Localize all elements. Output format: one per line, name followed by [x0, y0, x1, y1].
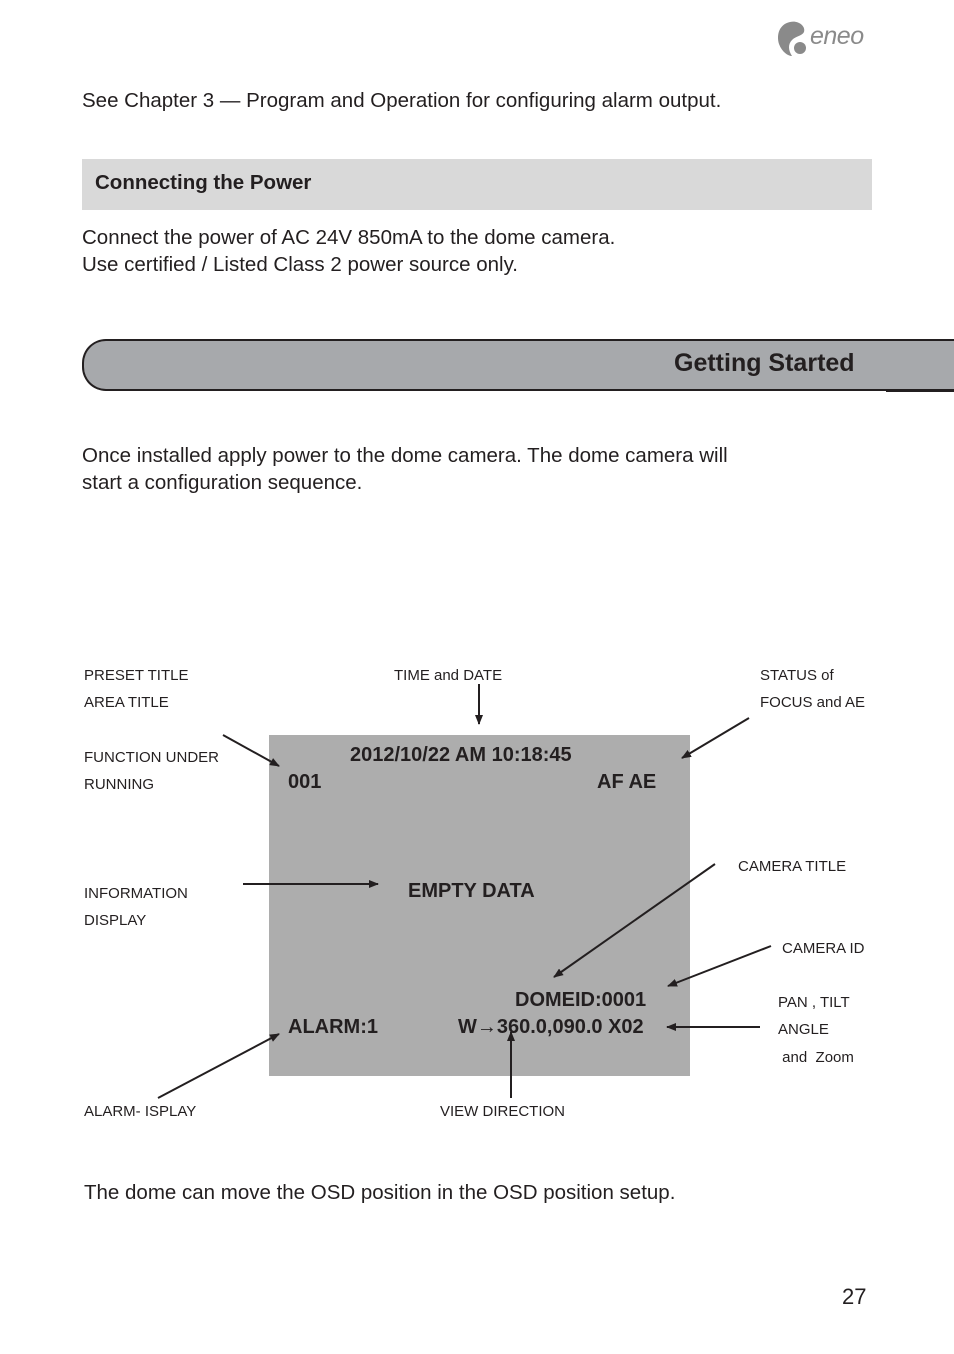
section-header-bar — [82, 159, 872, 210]
chapter-header-bar — [82, 339, 954, 391]
label-info-2: DISPLAY — [84, 912, 147, 929]
arrow-alarm — [157, 1033, 280, 1099]
chapter-line-2: start a configuration sequence. — [82, 471, 363, 494]
chapter-divider — [886, 389, 954, 392]
osd-focus-status: AF AE — [597, 771, 657, 793]
arrow-preset-title — [222, 734, 280, 767]
arrow-status — [681, 717, 750, 759]
label-info-1: INFORMATION — [84, 885, 188, 902]
label-camera-title: CAMERA TITLE — [738, 858, 847, 875]
chapter-line-1: Once installed apply power to the dome c… — [82, 444, 728, 467]
osd-datetime: 2012/10/22 AM 10:18:45 — [350, 744, 572, 766]
arrow-camera-title — [553, 863, 716, 978]
label-pan-1: PAN , TILT — [778, 994, 850, 1011]
osd-preset-number: 001 — [288, 771, 322, 793]
osd-direction: W→360.0,090.0 X02 — [458, 1016, 644, 1038]
intro-text: See Chapter 3 — Program and Operation fo… — [82, 89, 722, 112]
label-camera-id: CAMERA ID — [782, 940, 865, 957]
osd-info: EMPTY DATA — [408, 880, 535, 902]
label-status-2: FOCUS and AE — [760, 694, 866, 711]
chapter-paragraph: Once installed apply power to the dome c… — [82, 442, 728, 496]
label-status-1: STATUS of — [760, 667, 834, 684]
power-line-1: Connect the power of AC 24V 850mA to the… — [82, 226, 616, 249]
label-view-direction: VIEW DIRECTION — [440, 1103, 566, 1120]
label-alarm-display: ALARM- ISPLAY — [84, 1103, 197, 1120]
osd-screen — [269, 735, 690, 1076]
label-pan-2: ANGLE — [778, 1021, 829, 1038]
power-line-2: Use certified / Listed Class 2 power sou… — [82, 253, 519, 276]
osd-dome-id: DOMEID:0001 — [515, 989, 647, 1011]
brand-logo-text: eneo — [810, 22, 864, 50]
power-paragraph: Connect the power of AC 24V 850mA to the… — [82, 224, 615, 278]
label-function-2: RUNNING — [84, 776, 154, 793]
label-area-title: AREA TITLE — [84, 694, 169, 711]
label-pan-3: and Zoom — [778, 1049, 854, 1066]
chapter-title: Getting Started — [674, 349, 855, 377]
page-number: 27 — [842, 1284, 867, 1309]
label-time-date: TIME and DATE — [394, 667, 503, 684]
eneo-logo-icon — [778, 21, 806, 56]
section-title: Connecting the Power — [95, 171, 312, 194]
osd-alarm: ALARM:1 — [288, 1016, 378, 1038]
label-preset-title: PRESET TITLE — [84, 667, 189, 684]
label-function-1: FUNCTION UNDER — [84, 749, 219, 766]
footer-text: The dome can move the OSD position in th… — [84, 1181, 676, 1204]
arrow-camera-id — [667, 945, 772, 987]
